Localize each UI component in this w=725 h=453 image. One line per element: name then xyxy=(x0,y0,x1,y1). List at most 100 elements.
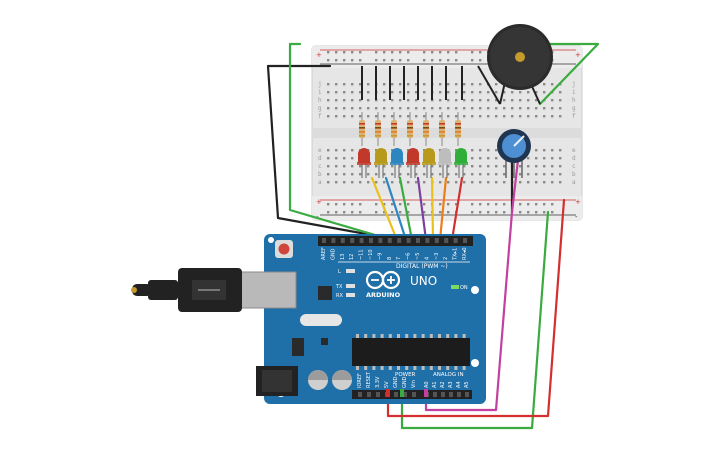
terminal-hole xyxy=(535,181,538,184)
terminal-hole xyxy=(503,115,506,118)
terminal-hole xyxy=(479,107,482,110)
terminal-hole xyxy=(335,115,338,118)
header-pin xyxy=(453,238,458,243)
terminal-hole xyxy=(447,107,450,110)
terminal-hole xyxy=(455,99,458,102)
analog-pin-label: A4 xyxy=(456,381,462,388)
rail-hole xyxy=(503,203,506,206)
terminal-hole xyxy=(439,181,442,184)
rail-hole xyxy=(479,203,482,206)
terminal-hole xyxy=(399,165,402,168)
rail-hole xyxy=(543,211,546,214)
rail-hole xyxy=(335,211,338,214)
rail-hole xyxy=(535,203,538,206)
analog-pin-label: A2 xyxy=(440,381,446,388)
terminal-hole xyxy=(351,99,354,102)
rail-hole xyxy=(535,211,538,214)
terminal-hole xyxy=(463,115,466,118)
rail-hole xyxy=(455,203,458,206)
wire-yellow-2 xyxy=(430,176,435,242)
wire-green-top xyxy=(288,42,394,242)
rail-hole xyxy=(447,51,450,54)
terminal-hole xyxy=(407,83,410,86)
rail-hole xyxy=(351,211,354,214)
wire-blue xyxy=(384,176,408,242)
header-pin xyxy=(369,238,373,243)
rail-hole xyxy=(375,211,378,214)
rail-hole xyxy=(375,59,378,62)
terminal-hole xyxy=(367,99,370,102)
rail-hole xyxy=(391,59,394,62)
row-letter: i xyxy=(318,89,322,96)
terminal-hole xyxy=(335,83,338,86)
terminal-hole xyxy=(327,165,330,168)
terminal-hole xyxy=(383,181,386,184)
terminal-hole xyxy=(551,99,554,102)
rail-hole xyxy=(551,203,554,206)
terminal-hole xyxy=(535,99,538,102)
terminal-hole xyxy=(463,91,466,94)
pin-label: GND xyxy=(330,248,336,260)
terminal-hole xyxy=(447,99,450,102)
analog-pin-label: A5 xyxy=(464,381,470,388)
header-pin xyxy=(416,238,420,243)
terminal-hole xyxy=(551,149,554,152)
terminal-hole xyxy=(391,181,394,184)
terminal-hole xyxy=(551,107,554,110)
terminal-hole xyxy=(359,173,362,176)
rail-hole xyxy=(423,203,426,206)
terminal-hole xyxy=(535,149,538,152)
terminal-hole xyxy=(487,149,490,152)
terminal-hole xyxy=(463,181,466,184)
terminal-hole xyxy=(391,165,394,168)
terminal-hole xyxy=(343,165,346,168)
terminal-hole xyxy=(527,173,530,176)
header-pin xyxy=(350,238,355,243)
rail-hole xyxy=(399,203,402,206)
crystal xyxy=(300,314,342,326)
terminal-hole xyxy=(543,115,546,118)
terminal-hole xyxy=(367,181,370,184)
terminal-hole xyxy=(479,91,482,94)
terminal-hole xyxy=(431,165,434,168)
rail-hole xyxy=(351,59,354,62)
top-right-plus-sign: + xyxy=(575,51,581,59)
regulator xyxy=(292,338,304,356)
rail-hole xyxy=(479,211,482,214)
terminal-hole xyxy=(423,115,426,118)
terminal-hole xyxy=(471,99,474,102)
terminal-hole xyxy=(327,157,330,160)
terminal-hole xyxy=(351,115,354,118)
wire-black-gnd xyxy=(266,64,401,242)
header-pin xyxy=(394,392,398,397)
terminal-hole xyxy=(463,83,466,86)
terminal-hole xyxy=(495,115,498,118)
rail-hole xyxy=(479,51,482,54)
terminal-hole xyxy=(367,83,370,86)
terminal-hole xyxy=(487,157,490,160)
row-letter: d xyxy=(572,155,576,162)
pin-label: ~11 xyxy=(359,249,365,260)
terminal-hole xyxy=(471,173,474,176)
terminal-hole xyxy=(543,107,546,110)
terminal-hole xyxy=(479,83,482,86)
rail-hole xyxy=(399,51,402,54)
wire-green-gnd xyxy=(400,210,550,430)
bottom-plus-sign: + xyxy=(316,198,322,206)
terminal-hole xyxy=(383,107,386,110)
terminal-hole xyxy=(343,115,346,118)
row-letter: j xyxy=(572,81,576,88)
rail-hole xyxy=(327,211,330,214)
terminal-hole xyxy=(495,173,498,176)
terminal-hole xyxy=(559,91,562,94)
terminal-hole xyxy=(447,91,450,94)
terminal-hole xyxy=(487,181,490,184)
terminal-hole xyxy=(343,83,346,86)
terminal-hole xyxy=(447,83,450,86)
terminal-hole xyxy=(439,83,442,86)
terminal-hole xyxy=(327,115,330,118)
terminal-hole xyxy=(471,83,474,86)
header-pin xyxy=(359,238,364,243)
terminal-hole xyxy=(439,107,442,110)
terminal-hole xyxy=(351,107,354,110)
